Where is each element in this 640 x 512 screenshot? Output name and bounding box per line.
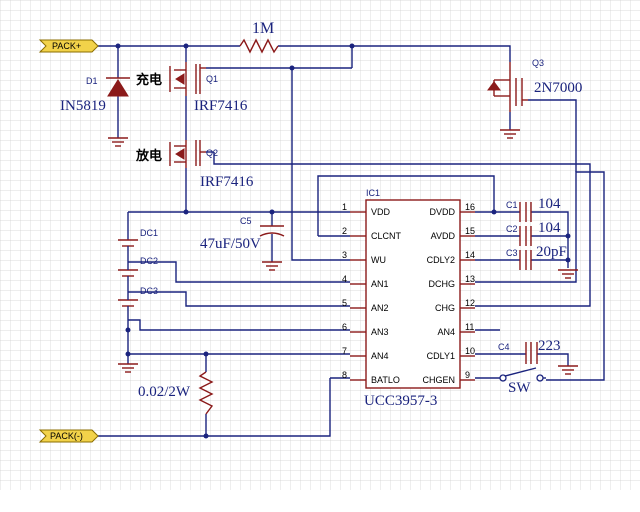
svg-text:PACK+: PACK+ [52,41,81,51]
svg-text:IC1: IC1 [366,188,380,198]
ground-c4 [558,365,578,375]
svg-text:SW: SW [508,380,531,396]
ground-caps [558,269,578,279]
svg-text:47uF/50V: 47uF/50V [200,236,261,252]
ic-pin-name: WU [371,255,386,265]
junction-dots [115,43,571,439]
ic-pin-number: 10 [465,346,475,356]
svg-text:C1: C1 [506,200,518,210]
ic-pin-name: DVDD [429,207,455,217]
svg-text:104: 104 [538,196,561,212]
resistor-1m: 1M [239,20,279,54]
svg-text:20pF: 20pF [536,244,567,260]
svg-text:C5: C5 [240,216,252,226]
svg-text:IRF7416: IRF7416 [194,98,248,114]
svg-text:Q1: Q1 [206,74,218,84]
ic-pin-name: AN4 [437,327,455,337]
ic-pin-number: 9 [465,370,470,380]
svg-text:放电: 放电 [135,148,162,164]
ic-pin-number: 2 [342,226,347,236]
svg-text:1M: 1M [252,20,274,37]
svg-text:D1: D1 [86,76,98,86]
svg-text:104: 104 [538,220,561,236]
ground-c5 [262,261,282,271]
switch-sw: SW [499,367,546,396]
ic-pin-name: DCHG [429,279,456,289]
mosfet-q3: Q3 2N7000 [487,58,582,112]
svg-text:DC1: DC1 [140,228,158,238]
ic-pin-number: 13 [465,274,475,284]
svg-text:Q2: Q2 [206,148,218,158]
battery-cells: DC1 DC2 DC3 [118,228,158,330]
capacitor-c4: C4 223 [498,338,561,364]
svg-text:C2: C2 [506,224,518,234]
capacitor-c2: C2 104 [506,220,561,246]
capacitor-c1: C1 104 [506,196,561,222]
svg-text:C4: C4 [498,342,510,352]
ic-pin-name: CLCNT [371,231,402,241]
ic-pin-name: AN1 [371,279,389,289]
ic-pin-number: 7 [342,346,347,356]
svg-text:223: 223 [538,338,561,354]
ic-pin-number: 4 [342,274,347,284]
ic-pin-number: 6 [342,322,347,332]
ic-pin-number: 8 [342,370,347,380]
ic-pin-name: CDLY1 [427,351,455,361]
ic-pin-name: AVDD [431,231,456,241]
ic-pin-name: AN4 [371,351,389,361]
ic-pin-name: CHG [435,303,455,313]
ground-q3 [500,129,520,139]
svg-text:IRF7416: IRF7416 [200,174,254,190]
svg-text:Q3: Q3 [532,58,544,68]
ic-pin-name: AN2 [371,303,389,313]
ic-pin-number: 3 [342,250,347,260]
ic-pin-name: AN3 [371,327,389,337]
ic-pin-name: CHGEN [422,375,455,385]
ic-pin-name: CDLY2 [427,255,455,265]
svg-text:UCC3957-3: UCC3957-3 [364,393,437,409]
mosfet-q2: 放电 Q2 IRF7416 [135,140,254,190]
ic-pin-number: 12 [465,298,475,308]
ground-cells [118,363,138,373]
svg-text:0.02/2W: 0.02/2W [138,384,191,400]
ground-symbols [108,129,578,375]
port-pack-plus: PACK+ [38,39,99,53]
svg-text:C3: C3 [506,248,518,258]
ic-pin-number: 16 [465,202,475,212]
ic-pin-number: 11 [465,322,474,332]
ic-pin-number: 1 [342,202,347,212]
svg-text:充电: 充电 [136,72,162,88]
ic-pin-number: 15 [465,226,475,236]
sense-resistor: 0.02/2W [138,371,214,415]
svg-text:DC2: DC2 [140,256,158,266]
diode-d1: D1 IN5819 [60,76,130,114]
svg-text:IN5819: IN5819 [60,98,106,114]
ic-pin-name: BATLO [371,375,400,385]
ic-pin-number: 14 [465,250,475,260]
mosfet-q1: 充电 Q1 IRF7416 [136,62,248,114]
ground-d1 [108,137,128,147]
svg-text:DC3: DC3 [140,286,158,296]
wires [98,45,605,437]
port-pack-minus: PACK(-) [38,429,99,443]
capacitor-c3: C3 20pF [506,244,567,270]
ic-pin-name: VDD [371,207,391,217]
ic-pin-number: 5 [342,298,347,308]
capacitor-c5: C5 47uF/50V [200,216,285,252]
svg-text:2N7000: 2N7000 [534,80,582,96]
grid-background [0,0,640,490]
svg-text:PACK(-): PACK(-) [50,431,83,441]
